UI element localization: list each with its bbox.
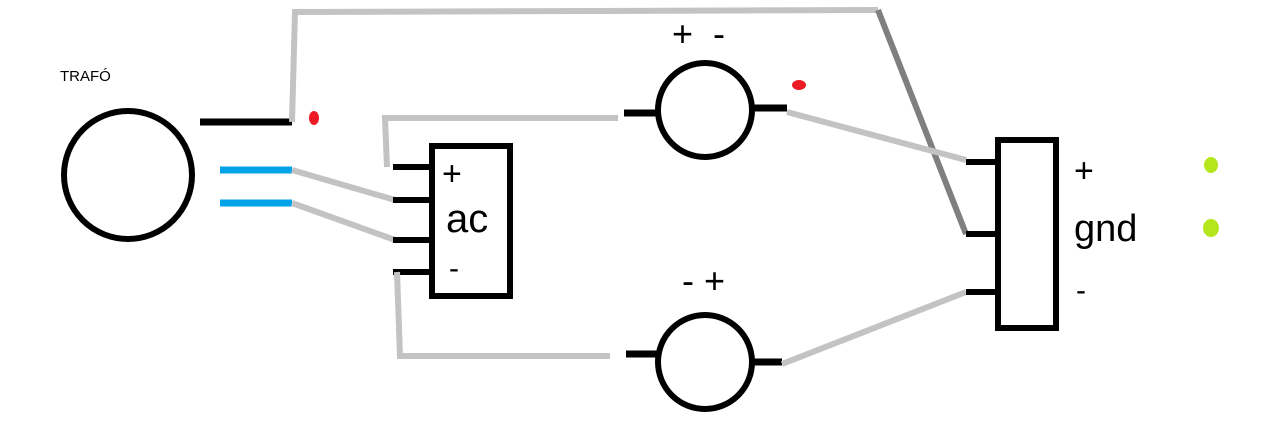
green-dot-plus bbox=[1204, 157, 1218, 173]
transformer-circle bbox=[61, 108, 195, 242]
output-connector bbox=[995, 137, 1059, 331]
bridge-minus-label: - bbox=[449, 252, 459, 285]
bridge-plus-label: + bbox=[442, 155, 462, 193]
cap-top-circle bbox=[655, 60, 755, 160]
red-dot-transformer bbox=[309, 111, 319, 125]
wire-ac-1 bbox=[291, 167, 396, 203]
wire-cap-top-out bbox=[786, 109, 967, 163]
wire-bridge-minus bbox=[394, 271, 610, 359]
cap-top-polarity: + - bbox=[672, 13, 725, 54]
top-wire bbox=[289, 7, 879, 123]
cap-bottom-polarity: - + bbox=[682, 260, 725, 301]
bridge-rectifier bbox=[429, 143, 513, 299]
wire-ac-2 bbox=[290, 200, 397, 243]
transformer-label: TRAFÓ bbox=[60, 68, 111, 85]
output-gnd-label: gnd bbox=[1074, 208, 1137, 250]
output-minus-label: - bbox=[1076, 274, 1086, 307]
cap-bottom-circle bbox=[655, 312, 755, 412]
bridge-ac-label: ac bbox=[446, 197, 488, 241]
ground-wire bbox=[875, 8, 969, 236]
wire-bridge-plus bbox=[381, 115, 618, 168]
wire-cap-bottom-out bbox=[780, 289, 968, 367]
green-dot-gnd bbox=[1203, 219, 1219, 237]
red-dot-capacitor bbox=[792, 80, 806, 90]
output-plus-label: + bbox=[1074, 152, 1094, 190]
